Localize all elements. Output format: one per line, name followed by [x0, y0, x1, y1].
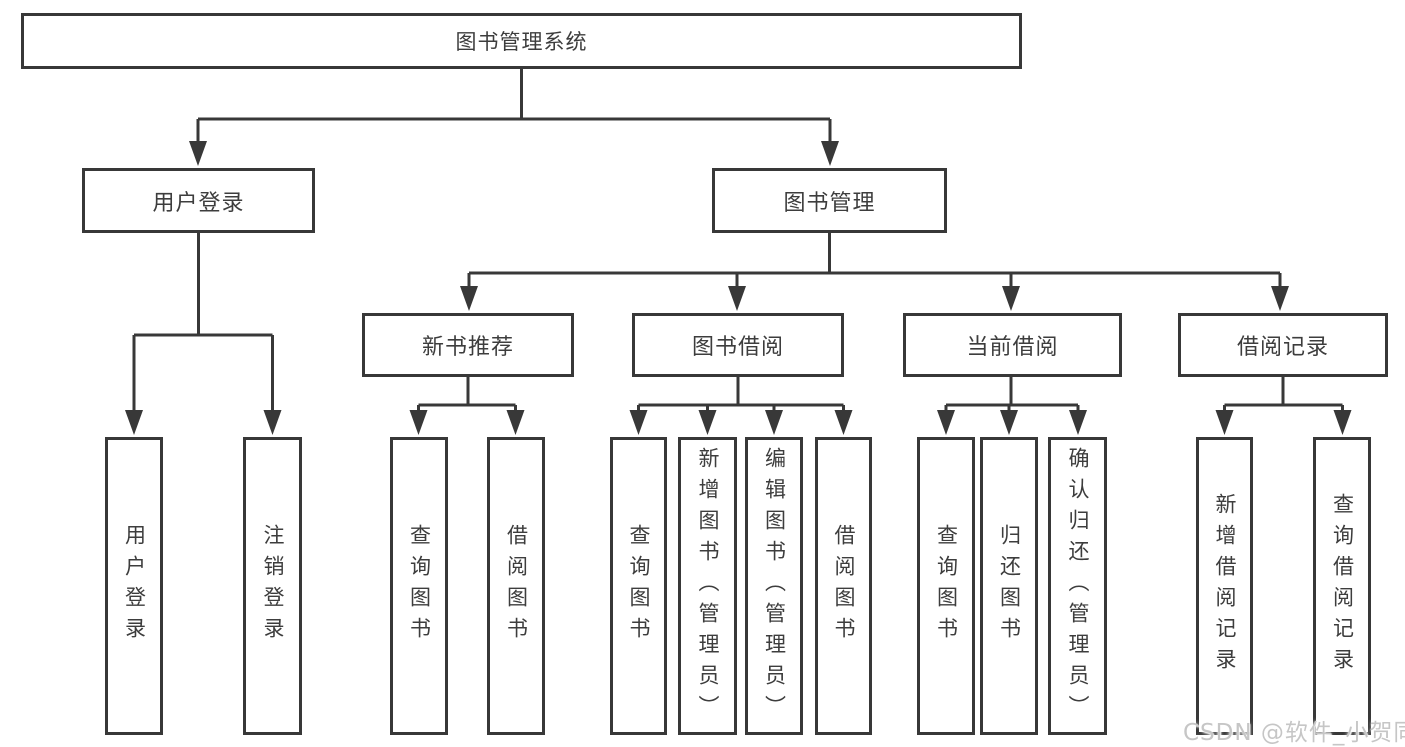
node-label: 新增借阅记录	[1213, 493, 1237, 679]
node-user-login-branch: 用户登录	[82, 168, 315, 233]
node-library-management-system: 图书管理系统	[21, 13, 1022, 69]
node-label: 查询借阅记录	[1330, 493, 1355, 679]
leaf-borrow-books-1: 借阅图书	[487, 437, 545, 735]
node-label: 借阅图书	[832, 524, 856, 648]
leaf-borrow-books-2: 借阅图书	[815, 437, 872, 735]
node-borrowing-records: 借阅记录	[1178, 313, 1388, 377]
leaf-add-book-admin: 新增图书（管理员）	[678, 437, 737, 735]
node-new-book-recommendation: 新书推荐	[362, 313, 574, 377]
leaf-query-books-3: 查询图书	[917, 437, 975, 735]
node-label: 查询图书	[407, 524, 432, 648]
leaf-query-books-2: 查询图书	[610, 437, 667, 735]
node-book-borrowing: 图书借阅	[632, 313, 844, 377]
node-label: 图书管理	[783, 190, 876, 216]
node-label: 注销登录	[261, 524, 285, 648]
node-label: 新书推荐	[421, 335, 514, 360]
leaf-confirm-return-admin: 确认归还（管理员）	[1048, 437, 1107, 735]
node-label: 归还图书	[997, 524, 1022, 648]
leaf-logout: 注销登录	[243, 437, 302, 735]
leaf-query-borrow-record: 查询借阅记录	[1313, 437, 1371, 735]
csdn-watermark: CSDN @软件_小贺同学	[1183, 720, 1405, 746]
node-label: 确认归还（管理员）	[1066, 446, 1090, 726]
node-book-management-branch: 图书管理	[712, 168, 947, 233]
connector-paths	[132, 69, 1344, 413]
leaf-add-borrow-record: 新增借阅记录	[1196, 437, 1253, 735]
node-label: 图书借阅	[691, 335, 784, 360]
leaf-return-books: 归还图书	[980, 437, 1038, 735]
node-label: 当前借阅	[966, 335, 1059, 360]
node-label: 借阅图书	[504, 524, 529, 648]
node-label: 用户登录	[152, 190, 245, 216]
node-label: 查询图书	[934, 524, 959, 648]
node-label: 图书管理系统	[455, 30, 588, 54]
node-label: 查询图书	[627, 524, 651, 648]
leaf-user-login: 用户登录	[105, 437, 163, 735]
node-label: 用户登录	[122, 524, 147, 648]
node-current-borrowing: 当前借阅	[903, 313, 1122, 377]
leaf-edit-book-admin: 编辑图书（管理员）	[745, 437, 803, 735]
arrowheads	[125, 141, 1352, 435]
leaf-query-books-1: 查询图书	[390, 437, 448, 735]
node-label: 借阅记录	[1236, 335, 1329, 360]
node-label: 编辑图书（管理员）	[762, 446, 787, 726]
node-label: 新增图书（管理员）	[696, 446, 720, 726]
